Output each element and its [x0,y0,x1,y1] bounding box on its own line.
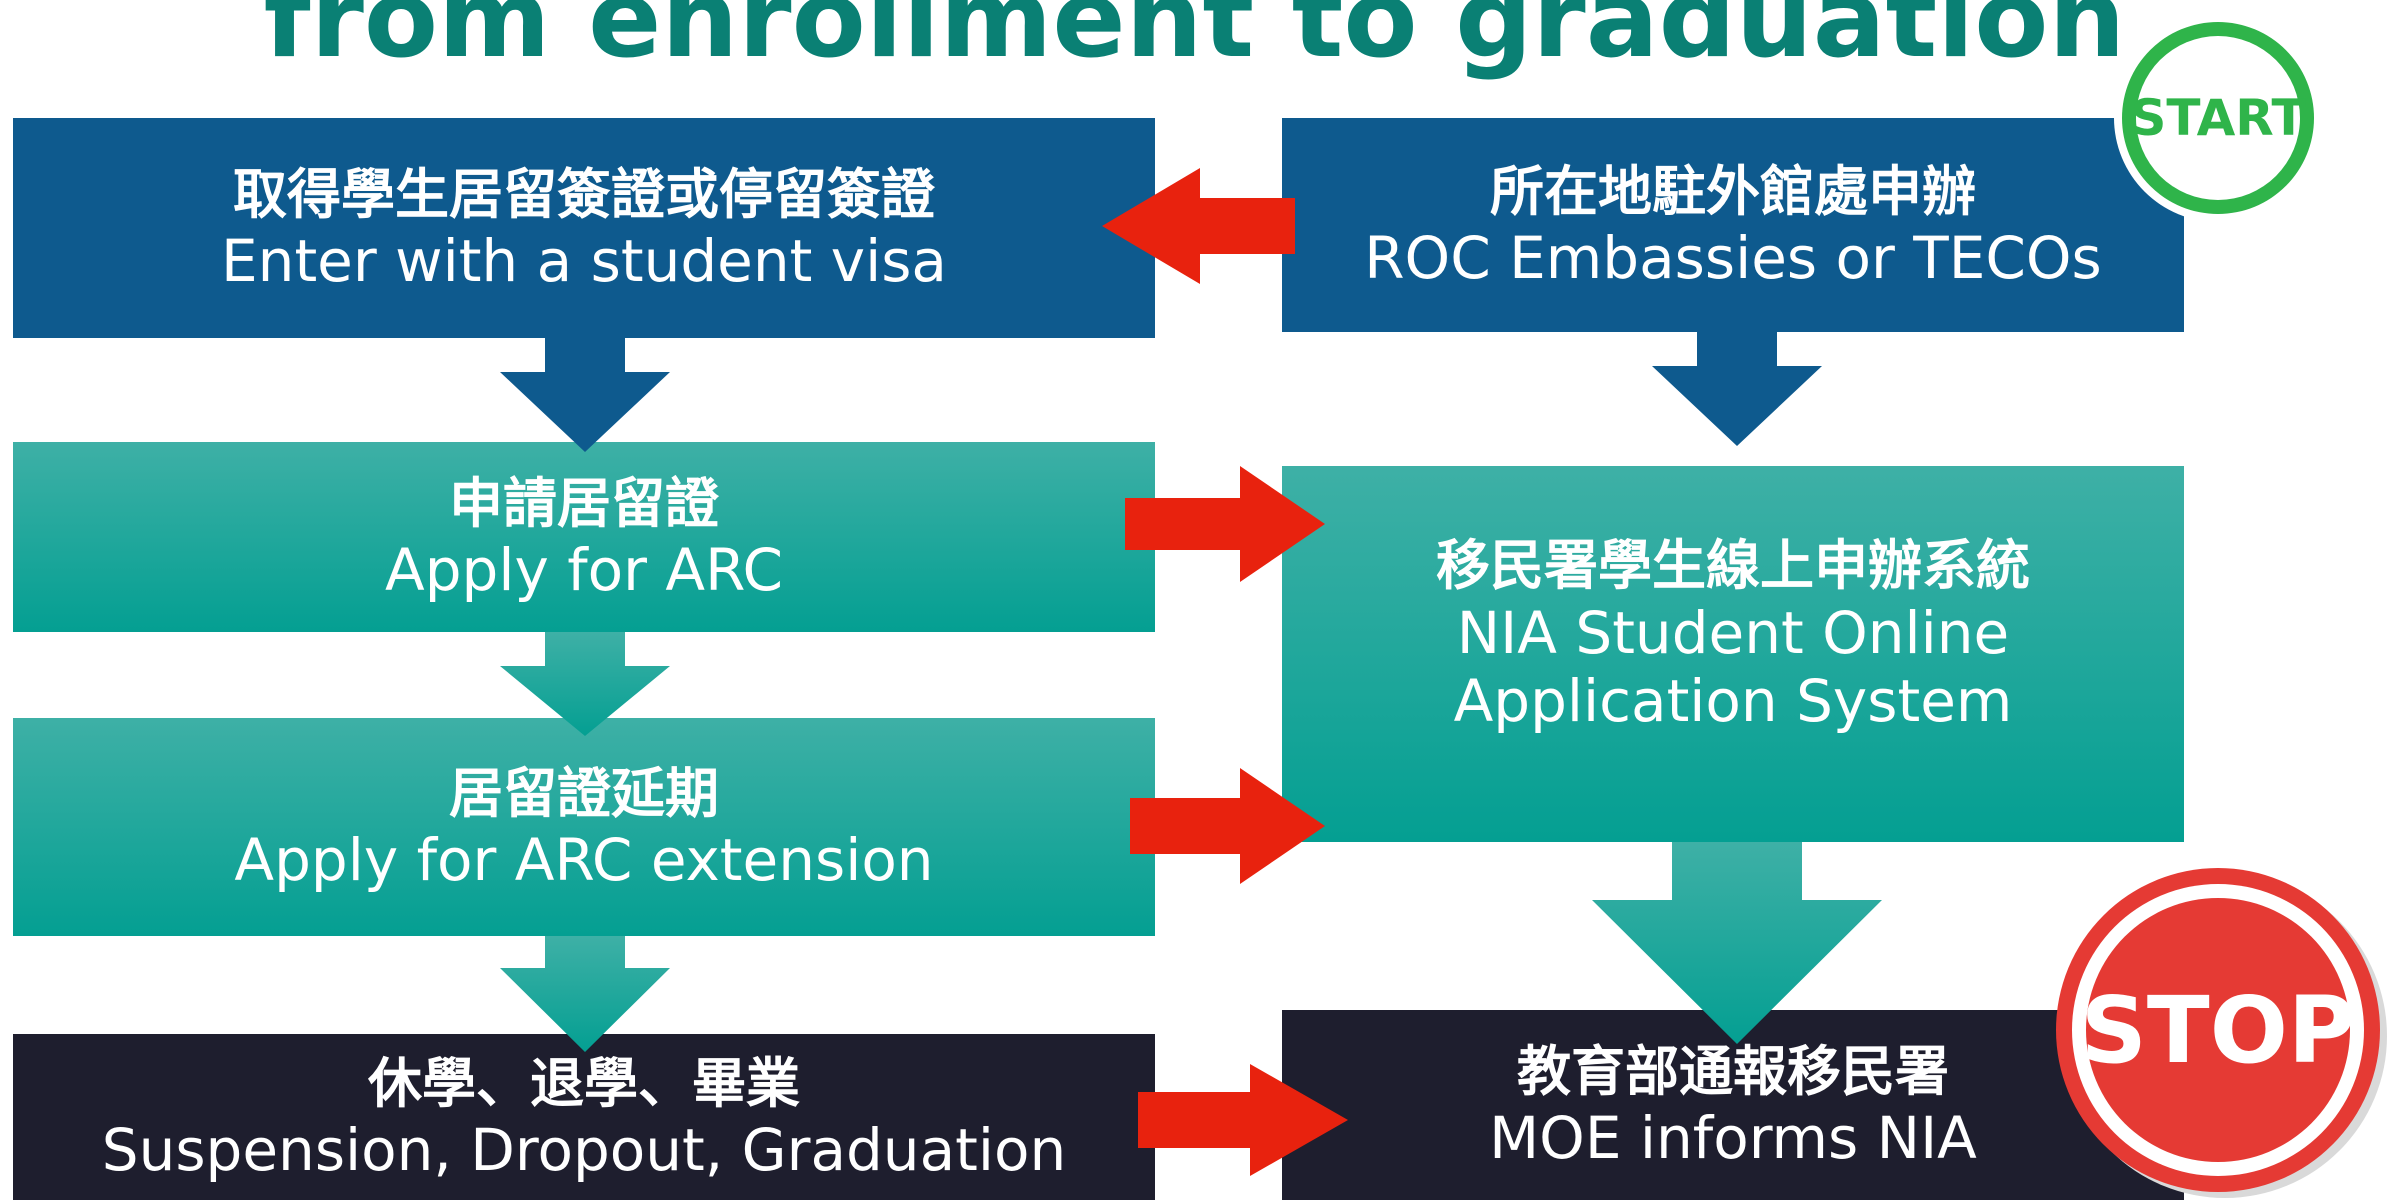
down-arrow-icon [500,632,670,736]
right-arrow-icon [1130,768,1325,884]
suspension-en: Suspension, Dropout, Graduation [101,1116,1067,1184]
roc-embassies-box: 所在地駐外館處申辦 ROC Embassies or TECOs [1282,118,2184,332]
stop-badge-icon: STOP [2056,868,2387,1198]
suspension-dropout-graduation-box: 休學、退學、畢業 Suspension, Dropout, Graduation [13,1034,1155,1200]
left-arrow-icon [1102,168,1295,284]
start-badge-icon: START [2114,14,2322,222]
apply-arc-en: Apply for ARC [385,536,783,604]
start-badge-label: START [2130,89,2305,147]
arc-extension-zh: 居留證延期 [449,762,719,825]
roc-embassies-zh: 所在地駐外館處申辦 [1490,160,1976,223]
stop-badge-label: STOP [2081,977,2356,1084]
roc-embassies-en: ROC Embassies or TECOs [1364,224,2102,292]
moe-informs-nia-zh: 教育部通報移民署 [1517,1040,1949,1103]
down-arrow-icon [1592,842,1882,1044]
moe-informs-nia-box: 教育部通報移民署 MOE informs NIA [1282,1010,2184,1200]
nia-online-system-box: 移民署學生線上申辦系統 NIA Student Online Applicati… [1282,466,2184,842]
enter-with-visa-box: 取得學生居留簽證或停留簽證 Enter with a student visa [13,118,1155,338]
nia-online-system-en-line2: Application System [1453,667,2013,735]
nia-online-system-en-line1: NIA Student Online [1456,599,2010,667]
moe-informs-nia-en: MOE informs NIA [1489,1104,1977,1172]
down-arrow-icon [500,338,670,452]
down-arrow-icon [500,936,670,1052]
apply-arc-box: 申請居留證 Apply for ARC [13,442,1155,632]
apply-arc-zh: 申請居留證 [449,472,719,535]
arc-extension-box: 居留證延期 Apply for ARC extension [13,718,1155,936]
right-arrow-icon [1125,466,1325,582]
down-arrow-icon [1652,332,1822,446]
arc-extension-en: Apply for ARC extension [234,826,934,894]
suspension-zh: 休學、退學、畢業 [368,1052,800,1115]
right-arrow-icon [1138,1064,1348,1176]
enter-with-visa-zh: 取得學生居留簽證或停留簽證 [233,163,935,226]
page-title: from enrollment to graduation [263,0,2126,82]
nia-online-system-zh: 移民署學生線上申辦系統 [1436,534,2030,597]
enter-with-visa-en: Enter with a student visa [221,227,947,295]
